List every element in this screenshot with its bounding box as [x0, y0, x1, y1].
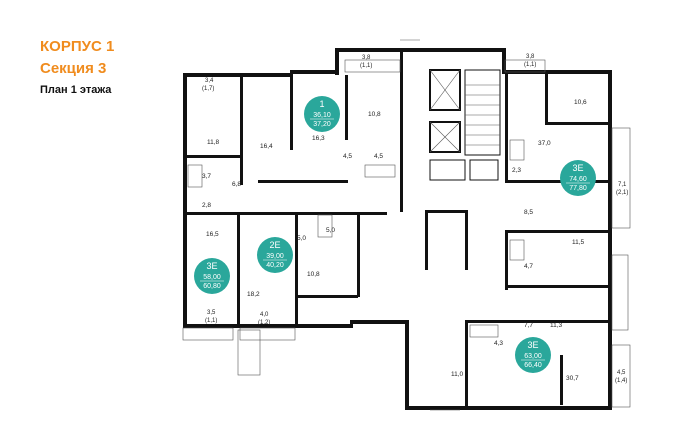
balcony-labels: 3,4 (1,7) 3,8 (1,1) 3,8 (1,1) 7,1 (2,1) … [202, 54, 628, 384]
room-area: 11,3 [550, 322, 563, 329]
room-area: 6,8 [232, 181, 241, 188]
building-title: КОРПУС 1 [40, 38, 115, 55]
room-area: 2,3 [512, 167, 521, 174]
svg-text:2Е: 2Е [269, 240, 280, 250]
svg-text:4,5: 4,5 [617, 370, 626, 376]
apartment-badge[interactable]: 2Е 39,00 40,20 [257, 237, 293, 273]
room-area: 10,8 [368, 111, 381, 118]
svg-text:3Е: 3Е [206, 261, 217, 271]
room-area: 5,0 [297, 235, 306, 242]
svg-text:3Е: 3Е [572, 163, 583, 173]
svg-text:(2,1): (2,1) [616, 190, 628, 196]
svg-text:3,4: 3,4 [205, 78, 214, 84]
svg-text:39,00: 39,00 [266, 253, 284, 260]
svg-text:(1,1): (1,1) [205, 318, 217, 324]
room-area: 7,7 [524, 322, 533, 329]
interior-walls [187, 52, 610, 408]
room-labels: 11,8 16,4 16,3 10,8 4,5 4,5 6,8 3,7 2,8 … [202, 99, 587, 382]
apartment-badge[interactable]: 3Е 63,00 66,40 [515, 337, 551, 373]
svg-text:63,00: 63,00 [524, 353, 542, 360]
room-area: 4,3 [494, 340, 503, 347]
fixtures [187, 139, 525, 338]
room-area: 5,0 [326, 227, 335, 234]
svg-text:37,20: 37,20 [313, 121, 331, 128]
svg-text:66,40: 66,40 [524, 362, 542, 369]
room-area: 11,5 [572, 239, 585, 246]
svg-text:(1,7): (1,7) [202, 86, 214, 92]
room-area: 30,7 [566, 375, 579, 382]
room-area: 10,6 [574, 99, 587, 106]
svg-text:7,1: 7,1 [618, 182, 627, 188]
apartment-badge[interactable]: 3Е 74,60 77,80 [560, 160, 596, 196]
svg-text:4,0: 4,0 [260, 312, 269, 318]
svg-text:3,5: 3,5 [207, 310, 216, 316]
svg-text:(1,2): (1,2) [258, 320, 270, 326]
room-area: 11,8 [207, 139, 220, 146]
room-area: 16,3 [312, 135, 325, 142]
balconies [182, 39, 631, 411]
room-area: 11,0 [451, 371, 464, 378]
room-area: 16,5 [206, 231, 219, 238]
plan-title: План 1 этажа [40, 84, 112, 96]
room-area: 4,7 [524, 263, 533, 270]
room-area: 16,4 [260, 143, 273, 150]
svg-text:3,8: 3,8 [362, 55, 371, 61]
outer-walls [183, 48, 612, 410]
svg-text:36,10: 36,10 [313, 112, 331, 119]
svg-text:74,60: 74,60 [569, 176, 587, 183]
room-area: 8,5 [524, 209, 533, 216]
svg-text:(1,1): (1,1) [524, 62, 536, 68]
svg-text:77,80: 77,80 [569, 185, 587, 192]
room-area: 3,7 [202, 173, 211, 180]
room-area: 4,5 [374, 153, 383, 160]
svg-text:58,00: 58,00 [203, 274, 221, 281]
svg-text:(1,4): (1,4) [615, 378, 627, 384]
section-title: Секция 3 [40, 60, 107, 77]
svg-text:3,8: 3,8 [526, 54, 535, 60]
room-area: 2,8 [202, 202, 211, 209]
svg-text:3Е: 3Е [527, 340, 538, 350]
stair-core [429, 69, 501, 181]
svg-text:60,80: 60,80 [203, 283, 221, 290]
room-area: 10,8 [307, 271, 320, 278]
room-area: 4,5 [343, 153, 352, 160]
apartment-badge[interactable]: 3Е 58,00 60,80 [194, 258, 230, 294]
apartment-badge[interactable]: 1 36,10 37,20 [304, 96, 340, 132]
svg-text:(1,1): (1,1) [360, 63, 372, 69]
room-area: 18,2 [247, 291, 260, 298]
svg-text:40,20: 40,20 [266, 262, 284, 269]
svg-text:1: 1 [319, 99, 324, 109]
room-area: 37,0 [538, 140, 551, 147]
